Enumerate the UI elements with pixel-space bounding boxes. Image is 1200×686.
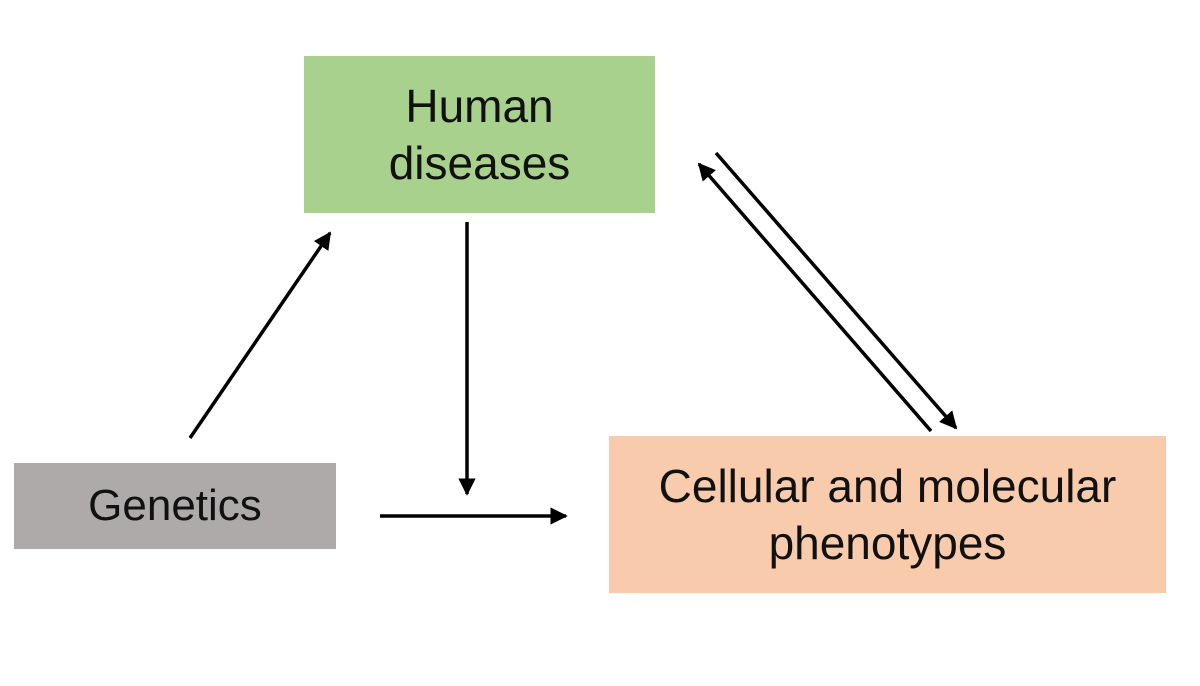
node-cellular-molecular-phenotypes: Cellular and molecular phenotypes <box>609 436 1166 593</box>
node-genetics: Genetics <box>14 463 336 549</box>
node-genetics-label: Genetics <box>88 481 262 531</box>
node-human-diseases-line-2: diseases <box>388 136 571 189</box>
node-human-diseases-line-1: Human <box>405 80 554 133</box>
node-cellular-line-2: phenotypes <box>768 516 1007 569</box>
arrow-genetics-to-human-diseases <box>188 231 332 439</box>
arrow-cellular-phenotypes-to-human-diseases <box>697 162 933 433</box>
node-human-diseases: Human diseases <box>304 56 655 213</box>
node-cellular-line-1: Cellular and molecular <box>658 460 1117 513</box>
arrow-human-diseases-to-cellular-phenotypes <box>714 151 958 430</box>
